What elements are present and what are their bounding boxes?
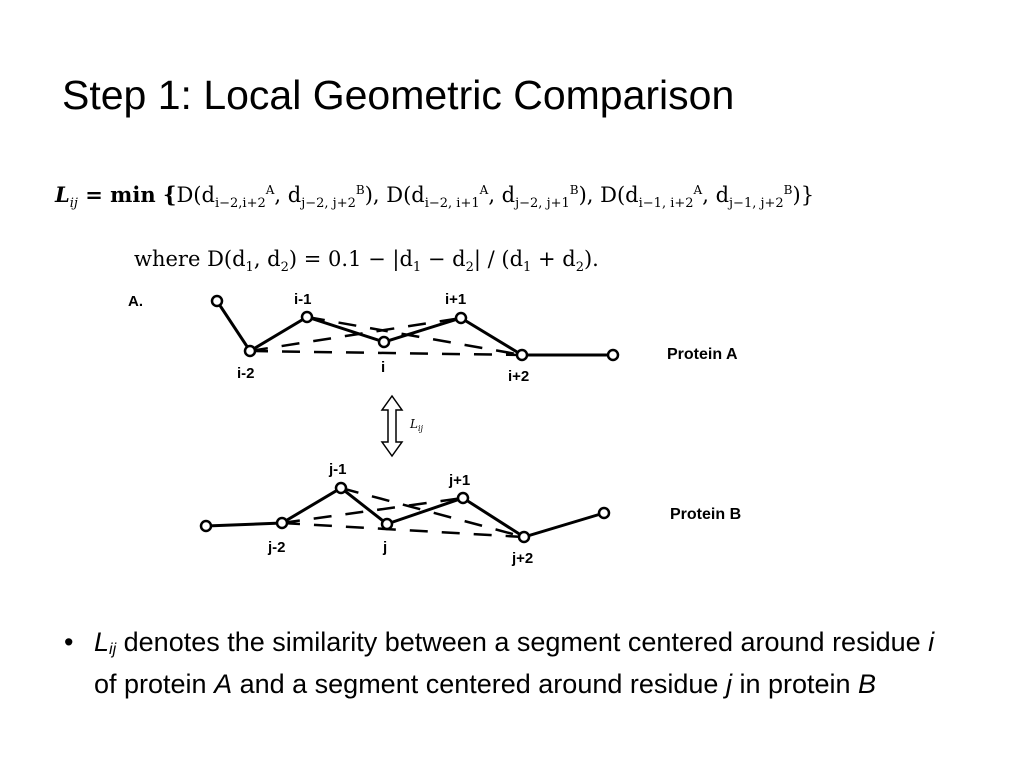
protein-a-residue	[606, 348, 620, 362]
bullet-dot: •	[64, 627, 74, 657]
bullet-i: i	[928, 627, 935, 657]
label-j+2: j+2	[511, 550, 533, 567]
protein-b-label: Protein B	[670, 506, 741, 523]
where-formula: where D(d1, d2) = 0.1 − |d1 − d2| / (d1 …	[134, 247, 599, 275]
label-j-2: j-2	[267, 539, 286, 556]
bullet-B: B	[858, 669, 877, 699]
label-i+1: i+1	[445, 291, 466, 308]
formula-t2a-sup: A	[479, 183, 489, 197]
label-i+2: i+2	[508, 368, 529, 385]
label-j: j	[382, 539, 387, 556]
formula-lhs-sub: ij	[69, 196, 78, 212]
formula-t3a: D(d	[600, 183, 639, 207]
bullet-p1: denotes the similarity between a segment…	[116, 627, 929, 657]
protein-b-backbone	[205, 486, 605, 539]
protein-b-residue-j-1	[334, 481, 348, 495]
formula-t3a-sup: A	[693, 183, 703, 197]
formula-eq: = min {	[77, 182, 177, 207]
label-j-1: j-1	[328, 461, 347, 478]
where-d: − d	[421, 247, 466, 271]
protein-b-residue-j-2	[275, 516, 289, 530]
where-a: where D(d	[134, 247, 246, 271]
protein-a-backbone	[215, 300, 613, 357]
label-i-2: i-2	[237, 365, 255, 382]
formula-t3b: , d	[702, 183, 730, 207]
protein-b-dash-2	[340, 486, 525, 539]
where-c: ) = 0.1 − |d	[288, 247, 413, 271]
formula-t1b-sub: j−2, j+2	[301, 196, 356, 212]
formula-t3b-sup: B	[783, 183, 793, 197]
protein-a-residue-i+1	[454, 311, 468, 325]
formula-t3c: )}	[792, 183, 815, 207]
similarity-formula: Lij = min {D(di−2,i+2A, dj−2, j+2B), D(d…	[55, 182, 814, 211]
protein-a-residue-i	[377, 335, 391, 349]
protein-b-dash-1	[281, 521, 525, 539]
where-f: + d	[531, 247, 576, 271]
formula-t2b-sup: B	[569, 183, 579, 197]
formula-t1a-sup: A	[265, 183, 275, 197]
formula-t2a: D(d	[386, 183, 425, 207]
where-s3: 1	[412, 260, 422, 276]
bullet-p3: and a segment centered around residue	[232, 669, 726, 699]
protein-a-residue-i+2	[515, 348, 529, 362]
label-i-1: i-1	[294, 291, 312, 308]
protein-b-residue	[597, 506, 611, 520]
bullet-p4: in protein	[731, 669, 859, 699]
bullet-j: j	[725, 669, 732, 699]
protein-b-dash-3	[281, 496, 464, 525]
protein-a-dash-1	[249, 349, 523, 357]
arrow-label: Lij	[409, 417, 424, 433]
bullet-l: L	[94, 627, 110, 657]
formula-t3b-sub: j−1, j+2	[729, 196, 784, 212]
where-s5: 1	[523, 260, 532, 276]
bullet-text: Lij denotes the similarity between a seg…	[94, 625, 954, 702]
protein-b-residue-j+2	[517, 530, 531, 544]
where-g: ).	[583, 247, 599, 271]
protein-b-residue-j	[380, 517, 394, 531]
protein-a-residue-i-1	[300, 310, 314, 324]
formula-lhs: L	[55, 182, 70, 207]
where-e: | / (d	[473, 247, 524, 271]
label-i: i	[381, 359, 385, 376]
comparison-double-arrow	[380, 394, 404, 458]
bullet-l-sub: ij	[109, 641, 117, 658]
formula-t1b-sup: B	[355, 183, 365, 197]
protein-a-dash-3	[249, 316, 462, 353]
formula-t2a-sub: i−2, i+1	[424, 196, 480, 212]
label-j+1: j+1	[448, 472, 470, 489]
protein-a-residue-i-2	[243, 344, 257, 358]
formula-t1c: ),	[364, 183, 387, 207]
protein-a-dash-2	[306, 315, 523, 357]
formula-t3a-sub: i−1, i+2	[638, 196, 694, 212]
formula-t2b: , d	[488, 183, 516, 207]
where-s2: 2	[280, 260, 289, 276]
panel-label: A.	[128, 293, 143, 310]
where-b: , d	[253, 247, 281, 271]
formula-t1a: D(d	[176, 183, 215, 207]
protein-a-label: Protein A	[667, 346, 738, 363]
where-s4: 2	[465, 260, 474, 276]
bullet-p2: of protein	[94, 669, 215, 699]
formula-t2c: ),	[578, 183, 601, 207]
protein-a-residue	[210, 294, 224, 308]
bullet-A: A	[214, 669, 233, 699]
protein-b-residue-j+1	[456, 491, 470, 505]
formula-t1b: , d	[274, 183, 302, 207]
slide-title: Step 1: Local Geometric Comparison	[62, 72, 735, 118]
where-s6: 2	[575, 260, 584, 276]
formula-t2b-sub: j−2, j+1	[515, 196, 570, 212]
protein-b-residue	[199, 519, 213, 533]
formula-t1a-sub: i−2,i+2	[214, 196, 266, 212]
where-s1: 1	[245, 260, 254, 276]
